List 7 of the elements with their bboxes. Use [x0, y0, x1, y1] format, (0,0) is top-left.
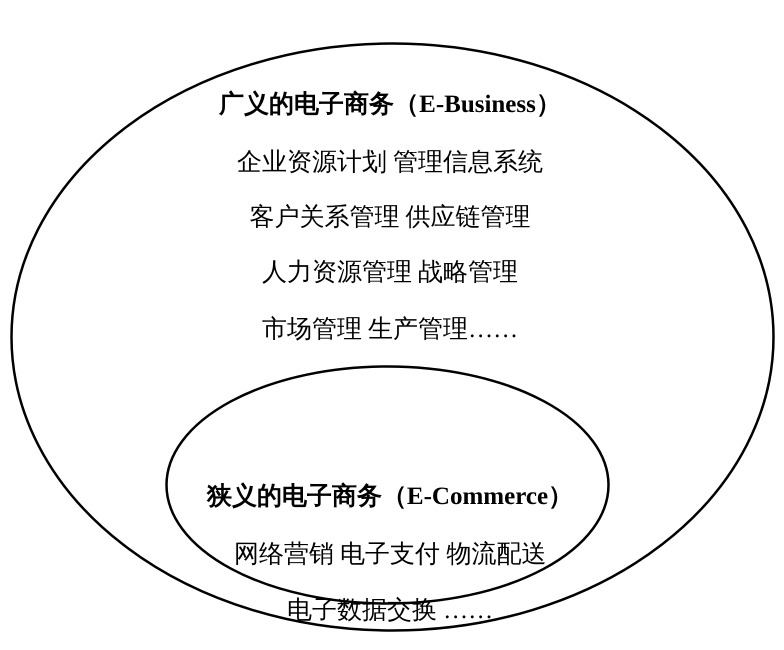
item-list: 人力资源管理 战略管理	[262, 258, 518, 288]
region-heading: 狭义的电子商务（E-Commerce）	[206, 482, 574, 512]
item-list: 企业资源计划 管理信息系统	[236, 148, 544, 178]
item-list: 网络营销 电子支付 物流配送	[234, 540, 546, 570]
region-heading: 广义的电子商务（E-Business）	[219, 90, 561, 120]
item-list: 客户关系管理 供应链管理	[249, 203, 531, 233]
item-list: 市场管理 生产管理……	[262, 315, 518, 345]
